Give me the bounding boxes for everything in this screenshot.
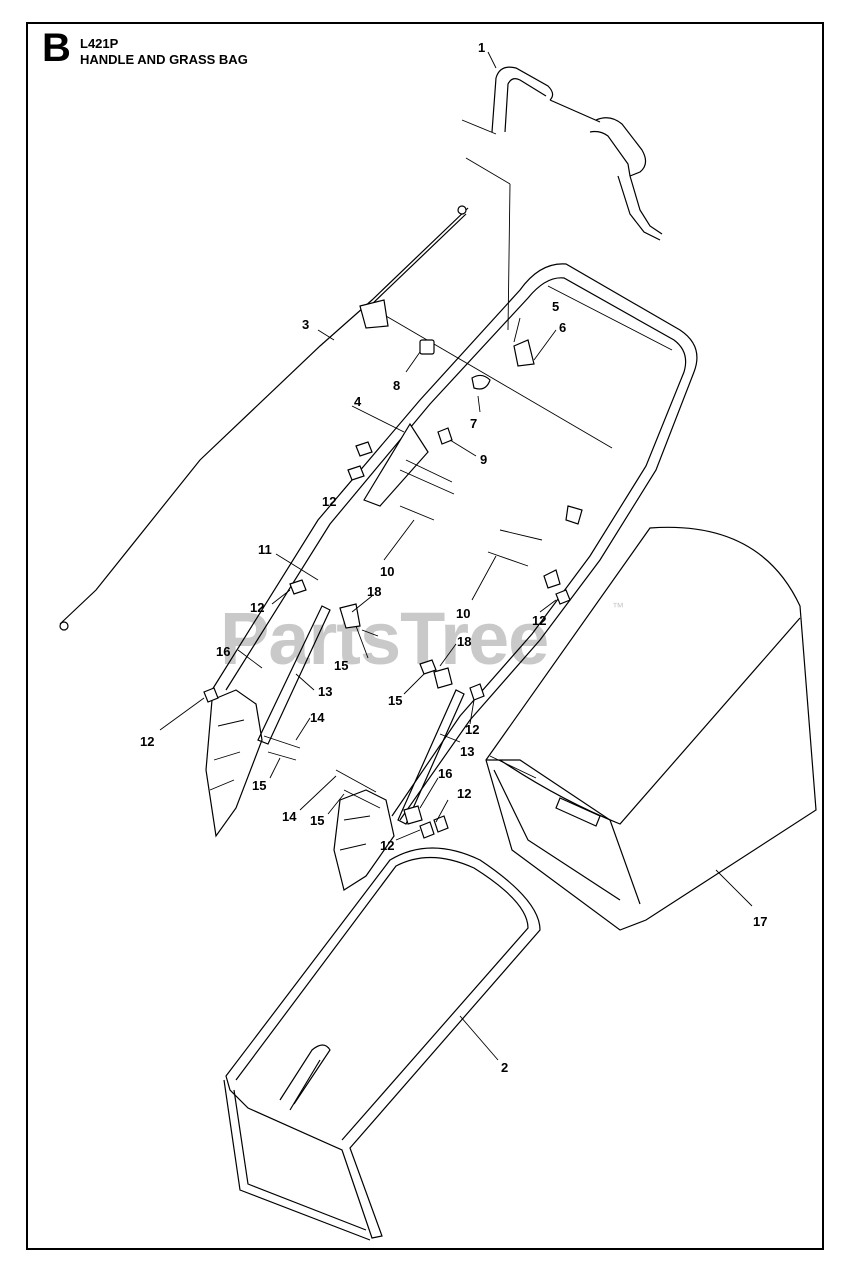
callout-10b: 10 xyxy=(456,606,470,621)
callout-15c: 15 xyxy=(252,778,266,793)
bracket-part[interactable] xyxy=(363,422,429,507)
right-bracket-plate-part[interactable] xyxy=(333,789,395,891)
leader-lines xyxy=(159,51,753,1061)
left-strut-part[interactable] xyxy=(257,605,331,745)
section-letter: B xyxy=(42,26,71,70)
fastener-group xyxy=(203,427,583,839)
callout-15b: 15 xyxy=(388,693,402,708)
callout-12a: 12 xyxy=(322,494,336,509)
callout-8: 8 xyxy=(393,378,400,393)
callout-9: 9 xyxy=(480,452,487,467)
callout-15a: 15 xyxy=(334,658,348,673)
right-strut-part[interactable] xyxy=(397,689,465,825)
model-number: L421P xyxy=(80,36,119,51)
callout-18a: 18 xyxy=(367,584,381,599)
upper-handle-part[interactable] xyxy=(461,66,663,331)
callout-14b: 14 xyxy=(282,809,297,824)
watermark-trademark: ™ xyxy=(612,600,624,614)
callout-5: 5 xyxy=(552,299,559,314)
callout-4: 4 xyxy=(354,394,362,409)
section-title: HANDLE AND GRASS BAG xyxy=(80,52,248,67)
callout-11: 11 xyxy=(258,542,272,557)
callout-12b: 12 xyxy=(250,600,264,615)
throttle-cable-part[interactable] xyxy=(59,205,469,631)
callout-12g: 12 xyxy=(380,838,394,853)
callout-16a: 16 xyxy=(216,644,230,659)
knob-part[interactable] xyxy=(471,374,491,390)
callout-12e: 12 xyxy=(465,722,479,737)
callout-16b: 16 xyxy=(438,766,452,781)
callout-12c: 12 xyxy=(532,613,546,628)
callout-14a: 14 xyxy=(310,710,325,725)
callout-7: 7 xyxy=(470,416,477,431)
callout-12f: 12 xyxy=(457,786,471,801)
callout-1: 1 xyxy=(478,40,485,55)
callout-labels: 1 2 3 4 5 6 7 8 9 10 10 11 12 12 12 12 1… xyxy=(140,40,767,1075)
callout-17: 17 xyxy=(753,914,767,929)
callout-6: 6 xyxy=(559,320,566,335)
callout-13a: 13 xyxy=(318,684,332,699)
lower-handle-frame-part[interactable] xyxy=(211,263,698,821)
clip-part[interactable] xyxy=(513,339,535,367)
diagram-frame xyxy=(26,22,824,1250)
left-bracket-plate-part[interactable] xyxy=(205,689,263,838)
callout-10a: 10 xyxy=(380,564,394,579)
callout-12d: 12 xyxy=(140,734,154,749)
grass-bag-frame-part[interactable] xyxy=(223,847,541,1241)
callout-3: 3 xyxy=(302,317,309,332)
callout-18b: 18 xyxy=(457,634,471,649)
grass-bag-part[interactable] xyxy=(485,526,817,931)
callout-13b: 13 xyxy=(460,744,474,759)
callout-2: 2 xyxy=(501,1060,508,1075)
pin-part[interactable] xyxy=(419,339,435,355)
callout-15d: 15 xyxy=(310,813,324,828)
